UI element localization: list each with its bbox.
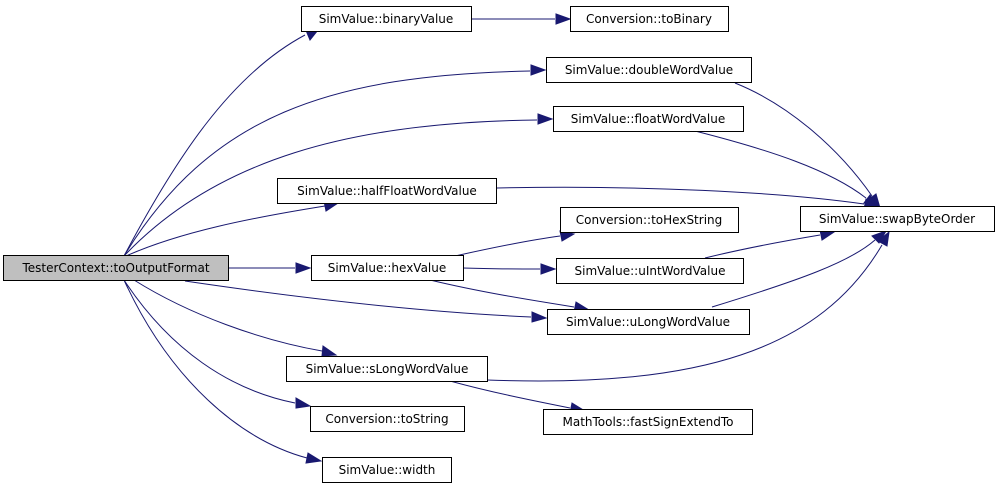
node-label: SimValue::sLongWordValue [306, 362, 469, 376]
node-label: MathTools::fastSignExtendTo [563, 415, 734, 429]
node-label: SimValue::floatWordValue [571, 112, 725, 126]
edge-root-uLongWordValue [184, 280, 548, 323]
node-label: SimValue::swapByteOrder [819, 212, 975, 226]
edge-root-width [123, 279, 323, 464]
node-simvalue-double-word-value[interactable]: SimValue::doubleWordValue [546, 57, 752, 83]
edge-root-doubleWordValue [123, 64, 547, 257]
edge-root-hexValue [229, 262, 312, 274]
node-simvalue-uint-word-value[interactable]: SimValue::uIntWordValue [556, 258, 744, 284]
node-simvalue-half-float-word-value[interactable]: SimValue::halfFloatWordValue [277, 178, 497, 204]
node-simvalue-width[interactable]: SimValue::width [322, 457, 452, 483]
edge-sLongWordValue-fastSignExtendTo [449, 380, 587, 414]
edge-hexValue-uLongWordValue [429, 279, 591, 313]
node-label: SimValue::uLongWordValue [566, 315, 730, 329]
node-label: SimValue::uIntWordValue [575, 264, 726, 278]
edge-root-binaryValue [123, 27, 319, 257]
node-label: Conversion::toHexString [576, 213, 723, 227]
edge-root-floatWordValue [123, 113, 554, 257]
edge-halfFloatWordValue-swapByteOrder [496, 186, 881, 210]
node-label: Conversion::toString [325, 412, 448, 426]
node-label: SimValue::width [339, 463, 436, 477]
node-mathtools-fast-sign-extend-to[interactable]: MathTools::fastSignExtendTo [543, 409, 753, 435]
node-label: SimValue::halfFloatWordValue [297, 184, 477, 198]
node-label: SimValue::binaryValue [319, 12, 454, 26]
edge-root-toString [123, 279, 312, 409]
node-simvalue-slong-word-value[interactable]: SimValue::sLongWordValue [286, 356, 488, 382]
node-label: SimValue::hexValue [328, 261, 447, 275]
node-simvalue-float-word-value[interactable]: SimValue::floatWordValue [553, 106, 744, 132]
node-simvalue-ulong-word-value[interactable]: SimValue::uLongWordValue [547, 309, 750, 335]
node-simvalue-hex-value[interactable]: SimValue::hexValue [311, 255, 464, 281]
node-layer: TesterContext::toOutputFormat SimValue::… [3, 6, 995, 483]
node-conversion-to-string[interactable]: Conversion::toString [310, 406, 465, 432]
edge-layer [123, 13, 890, 464]
edge-hexValue-toHexString [454, 230, 576, 257]
edge-sLongWordValue-swapByteOrder [486, 230, 890, 382]
node-label: TesterContext::toOutputFormat [21, 261, 209, 275]
edge-uIntWordValue-swapByteOrder [704, 229, 836, 259]
node-tester-context-to-output-format[interactable]: TesterContext::toOutputFormat [3, 255, 229, 281]
edge-binaryValue-toBinary [472, 13, 572, 25]
node-label: SimValue::doubleWordValue [565, 63, 733, 77]
node-conversion-to-binary[interactable]: Conversion::toBinary [570, 6, 729, 32]
edge-root-halfFloatWordValue [125, 200, 340, 257]
node-simvalue-swap-byte-order[interactable]: SimValue::swapByteOrder [800, 206, 995, 232]
node-conversion-to-hex-string[interactable]: Conversion::toHexString [560, 207, 739, 233]
node-simvalue-binary-value[interactable]: SimValue::binaryValue [301, 6, 472, 32]
node-label: Conversion::toBinary [586, 12, 712, 26]
edge-hexValue-uIntWordValue [462, 263, 557, 275]
edge-root-sLongWordValue [133, 279, 338, 357]
edge-doubleWordValue-swapByteOrder [734, 82, 881, 210]
